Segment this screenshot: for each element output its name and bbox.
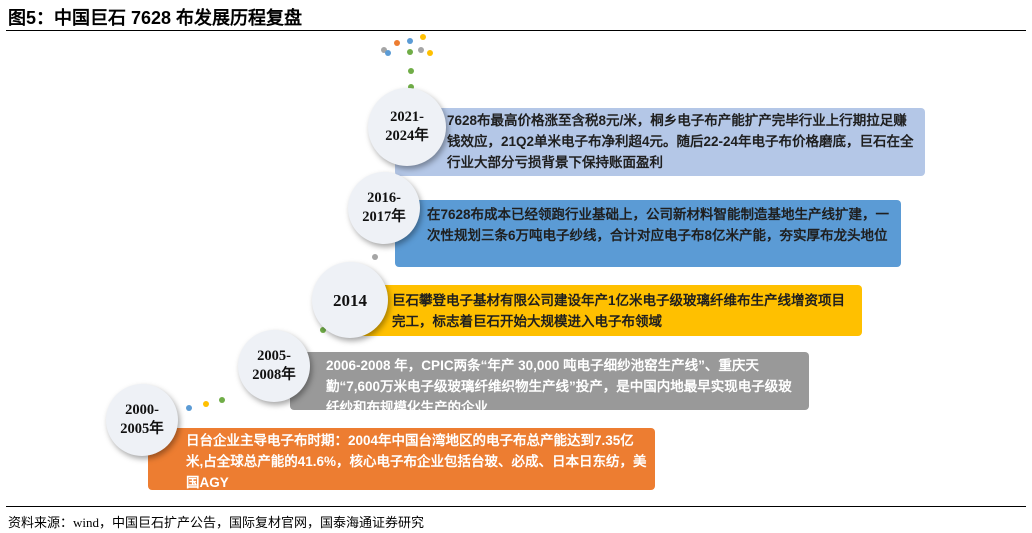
trail-dot (186, 405, 192, 411)
title-rule (6, 30, 1026, 31)
source-rule (6, 506, 1026, 507)
milestone-year-2014: 2014 (312, 262, 388, 338)
milestone-year-2005-2008: 2005- 2008年 (238, 330, 310, 402)
trail-dot (420, 34, 426, 40)
trail-dot (385, 50, 391, 56)
milestone-year-2000-2005: 2000- 2005年 (106, 384, 178, 456)
milestone-box-2021-2024: 7628布最高价格涨至含税8元/米，桐乡电子布产能扩产完毕行业上行期拉足赚钱效应… (395, 108, 925, 176)
milestone-text-2005-2008: 2006-2008 年，CPIC两条“年产 30,000 吨电子细纱池窑生产线”… (326, 358, 792, 415)
milestone-year-label: 2016- 2017年 (362, 190, 406, 225)
milestone-year-2021-2024: 2021- 2024年 (368, 88, 446, 166)
trail-dot (408, 68, 414, 74)
milestone-text-2021-2024: 7628布最高价格涨至含税8元/米，桐乡电子布产能扩产完毕行业上行期拉足赚钱效应… (447, 113, 914, 170)
source-note: 资料来源：wind，中国巨石扩产公告，国际复材官网，国泰海通证券研究 (8, 515, 425, 530)
milestone-box-2016-2017: 在7628布成本已经领跑行业基础上，公司新材料智能制造基地生产线扩建，一次性规划… (395, 200, 901, 267)
trail-dot (427, 50, 433, 56)
trail-dot (418, 47, 424, 53)
milestone-year-label: 2014 (333, 290, 367, 310)
milestone-text-2000-2005: 日台企业主导电子布时期：2004年中国台湾地区的电子布总产能达到7.35亿米,占… (186, 433, 647, 490)
milestone-text-2014: 巨石攀登电子基材有限公司建设年产1亿米电子级玻璃纤维布生产线增资项目完工，标志着… (392, 293, 846, 329)
trail-dot (381, 47, 387, 53)
milestone-box-2000-2005: 日台企业主导电子布时期：2004年中国台湾地区的电子布总产能达到7.35亿米,占… (148, 428, 655, 490)
milestone-box-2005-2008: 2006-2008 年，CPIC两条“年产 30,000 吨电子细纱池窑生产线”… (290, 352, 809, 415)
trail-dot (408, 84, 414, 90)
milestone-year-label: 2021- 2024年 (385, 109, 429, 144)
milestone-text-2016-2017: 在7628布成本已经领跑行业基础上，公司新材料智能制造基地生产线扩建，一次性规划… (427, 207, 890, 243)
milestone-box-2014: 巨石攀登电子基材有限公司建设年产1亿米电子级玻璃纤维布生产线增资项目完工，标志着… (340, 285, 862, 336)
trail-dot (203, 401, 209, 407)
trail-dot (219, 397, 225, 403)
trail-dot (320, 327, 326, 333)
trail-dot (372, 254, 378, 260)
trail-dot (407, 49, 413, 55)
figure-title: 图5：中国巨石 7628 布发展历程复盘 (8, 8, 303, 28)
milestone-year-2016-2017: 2016- 2017年 (348, 172, 420, 244)
milestone-year-label: 2000- 2005年 (120, 402, 164, 437)
trail-dot (407, 38, 413, 44)
milestone-year-label: 2005- 2008年 (252, 348, 296, 383)
trail-dot (394, 40, 400, 46)
